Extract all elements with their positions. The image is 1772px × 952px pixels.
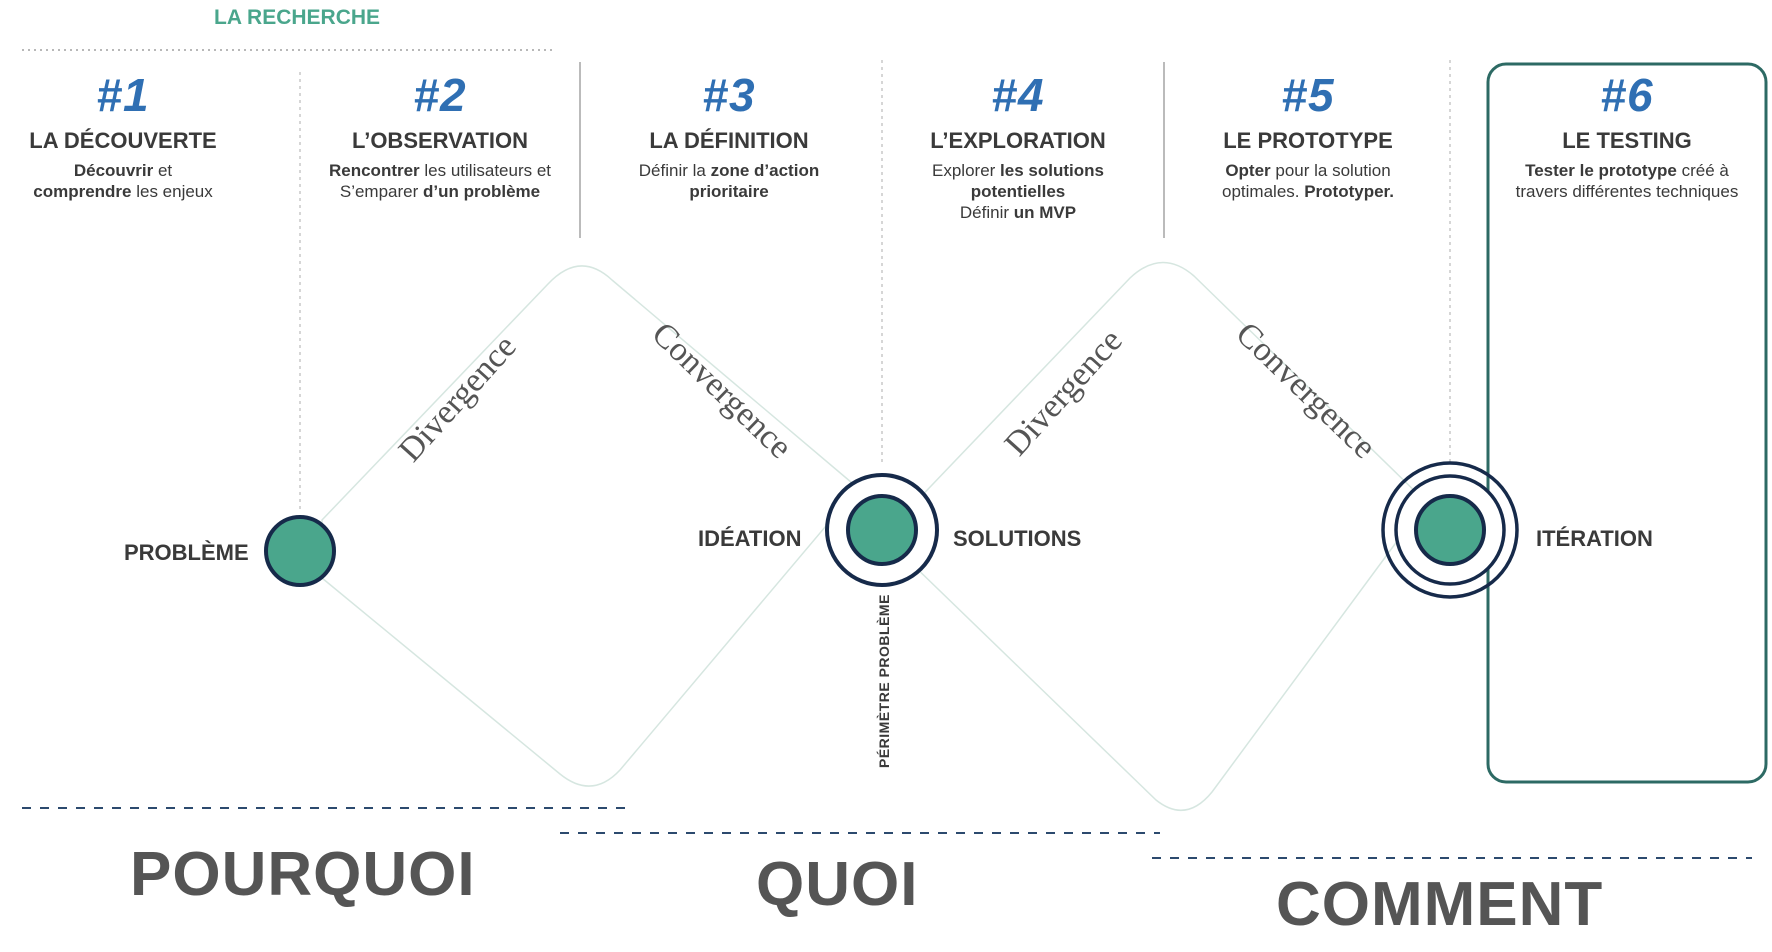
step-5: #5 LE PROTOTYPE Opter pour la solution o…	[1190, 70, 1426, 202]
step-6-title: LE TESTING	[1562, 128, 1692, 153]
step-4-title: L’EXPLORATION	[930, 128, 1106, 153]
step-3: #3 LA DÉFINITION Définir la zone d’actio…	[612, 70, 846, 202]
perimetre-probleme-label: PÉRIMÈTRE PROBLÈME	[876, 594, 892, 768]
step-1-title: LA DÉCOUVERTE	[29, 128, 217, 153]
section-pourquoi: POURQUOI	[130, 840, 476, 909]
step-3-number: #3	[702, 69, 756, 121]
iteration-label: ITÉRATION	[1536, 526, 1653, 551]
testing-frame	[1486, 62, 1768, 784]
step-5-desc: Opter pour la solution optimales. Protot…	[1222, 161, 1394, 201]
step-4: #4 L’EXPLORATION Explorer les solutions …	[900, 70, 1136, 223]
section-quoi: QUOI	[756, 850, 919, 919]
step-3-desc: Définir la zone d’action prioritaire	[638, 161, 820, 201]
probleme-label: PROBLÈME	[124, 540, 249, 565]
ideation-label: IDÉATION	[698, 526, 802, 551]
ideation-node	[846, 494, 918, 566]
step-6-desc: Tester le prototype créé à travers diffé…	[1515, 161, 1739, 201]
research-label: LA RECHERCHE	[214, 6, 381, 29]
step-5-number: #5	[1281, 69, 1335, 121]
step-2-title: L’OBSERVATION	[351, 128, 529, 153]
probleme-node	[264, 515, 336, 587]
step-1-desc: Découvrir et comprendre les enjeux	[33, 161, 213, 201]
step-6: #6 LE TESTING Tester le prototype créé à…	[1508, 70, 1746, 202]
iteration-node	[1414, 494, 1486, 566]
step-4-number: #4	[991, 69, 1045, 121]
step-1-number: #1	[96, 69, 150, 121]
step-2-number: #2	[413, 69, 467, 121]
step-2-desc: Rencontrer les utilisateurs et S’emparer…	[328, 161, 552, 201]
step-5-title: LE PROTOTYPE	[1223, 128, 1393, 153]
step-2: #2 L’OBSERVATION Rencontrer les utilisat…	[318, 70, 562, 202]
solutions-label: SOLUTIONS	[953, 526, 1082, 551]
section-comment: COMMENT	[1276, 870, 1604, 939]
iteration-outer-ring	[1381, 461, 1519, 599]
step-1: #1 LA DÉCOUVERTE Découvrir et comprendre…	[10, 70, 236, 202]
diamond-2-outline	[907, 261, 1427, 812]
step-6-number: #6	[1600, 69, 1654, 121]
step-3-title: LA DÉFINITION	[649, 128, 809, 153]
